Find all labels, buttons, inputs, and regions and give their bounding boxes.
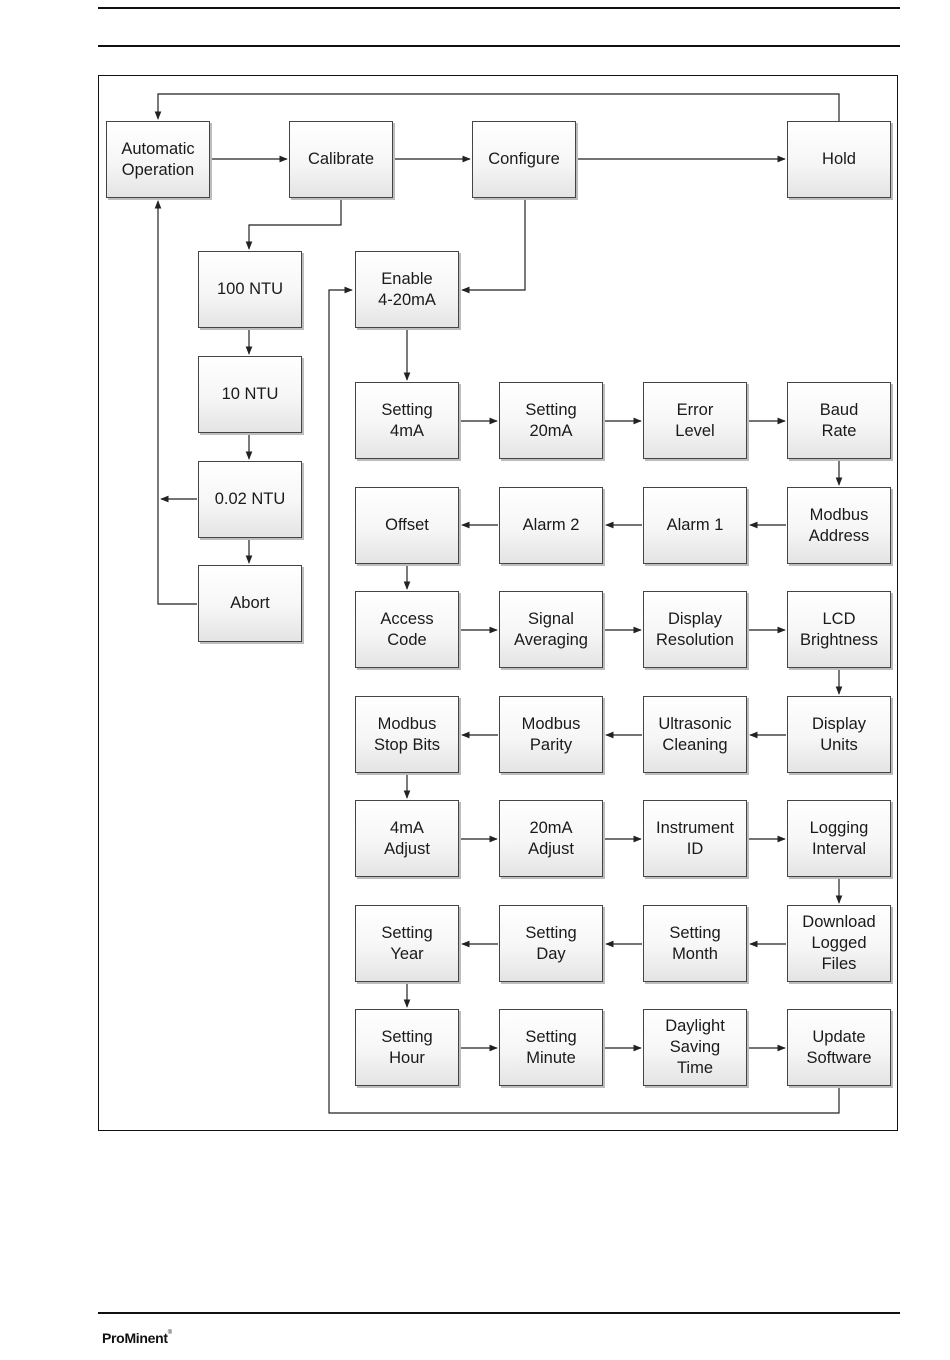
node-label: Setting Day [525,923,577,963]
node-configure: Configure [472,121,576,198]
node-calibrate: Calibrate [289,121,393,198]
node-label: Configure [488,150,560,168]
node-setting-year: Setting Year [355,905,459,982]
edge-hold-auto [154,93,840,121]
node-label: Instrument ID [656,818,734,858]
node-label: Display Units [811,714,867,754]
edge-calibrate-100ntu [245,199,342,250]
node-update-software: Update Software [787,1009,891,1086]
node-ultrasonic-cleaning: Ultrasonic Cleaning [643,696,747,773]
node-4ma-adjust: 4mA Adjust [355,800,459,877]
node-setting-hour: Setting Hour [355,1009,459,1086]
node-label: Setting 20mA [525,400,577,440]
edge-loop-enable [328,286,840,1114]
node-label: Abort [230,594,270,612]
node-label: Modbus Parity [521,714,581,754]
node-automatic-operation: Automatic Operation [106,121,210,198]
node-label: Automatic Operation [121,139,195,179]
header-rule-bottom [98,45,900,47]
header-rule-top [98,7,900,9]
edge-abort-auto [154,200,197,605]
node-setting-day: Setting Day [499,905,603,982]
node-enable-4-20ma: Enable 4-20mA [355,251,459,328]
node-100-ntu: 100 NTU [198,251,302,328]
node-label: 0.02 NTU [214,490,286,508]
node-label: Download Logged Files [802,913,876,973]
node-label: LCD Brightness [800,609,878,649]
node-logging-interval: Logging Interval [787,800,891,877]
node-download-logged-files: Download Logged Files [787,905,891,982]
node-offset: Offset [355,487,459,564]
node-label: Modbus Address [808,505,870,545]
node-label: Baud Rate [819,400,859,440]
edge-configure-enable [461,199,526,294]
node-label: Enable 4-20mA [378,269,436,309]
node-label: Setting Year [381,923,433,963]
node-baud-rate: Baud Rate [787,382,891,459]
logo-text: ProMinent [102,1330,168,1346]
node-0-02-ntu: 0.02 NTU [198,461,302,538]
node-label: Setting Month [669,923,721,963]
node-hold: Hold [787,121,891,198]
flowchart-frame [98,75,898,1131]
node-label: Daylight Saving Time [665,1017,725,1077]
node-instrument-id: Instrument ID [643,800,747,877]
node-label: Offset [385,516,429,534]
node-label: Signal Averaging [513,609,588,649]
node-alarm-1: Alarm 1 [643,487,747,564]
node-modbus-address: Modbus Address [787,487,891,564]
node-label: Update Software [806,1027,872,1067]
node-label: Alarm 2 [522,516,580,534]
prominent-logo: ProMinent® [102,1330,172,1346]
node-daylight-saving-time: Daylight Saving Time [643,1009,747,1086]
node-label: Logging Interval [809,818,869,858]
node-setting-month: Setting Month [643,905,747,982]
node-label: Calibrate [307,150,375,168]
node-access-code: Access Code [355,591,459,668]
node-label: Alarm 1 [666,516,724,534]
logo-registered-mark: ® [167,1330,172,1336]
node-error-level: Error Level [643,382,747,459]
node-display-resolution: Display Resolution [643,591,747,668]
node-label: 4mA Adjust [384,818,430,858]
node-setting-20ma: Setting 20mA [499,382,603,459]
node-signal-averaging: Signal Averaging [499,591,603,668]
node-label: Hold [822,150,856,168]
node-label: Setting 4mA [381,400,433,440]
node-label: 10 NTU [221,385,279,403]
node-modbus-stop-bits: Modbus Stop Bits [355,696,459,773]
node-modbus-parity: Modbus Parity [499,696,603,773]
node-label: Modbus Stop Bits [373,714,441,754]
node-label: Ultrasonic Cleaning [658,714,732,754]
footer-rule [98,1312,900,1314]
node-label: Error Level [675,400,715,440]
node-label: 20mA Adjust [528,818,574,858]
node-alarm-2: Alarm 2 [499,487,603,564]
node-lcd-brightness: LCD Brightness [787,591,891,668]
node-10-ntu: 10 NTU [198,356,302,433]
node-setting-4ma: Setting 4mA [355,382,459,459]
node-label: Setting Minute [525,1027,577,1067]
node-label: Access Code [380,609,434,649]
node-label: Display Resolution [656,609,734,649]
node-abort: Abort [198,565,302,642]
node-label: 100 NTU [216,280,284,298]
node-setting-minute: Setting Minute [499,1009,603,1086]
node-20ma-adjust: 20mA Adjust [499,800,603,877]
node-display-units: Display Units [787,696,891,773]
node-label: Setting Hour [381,1027,433,1067]
